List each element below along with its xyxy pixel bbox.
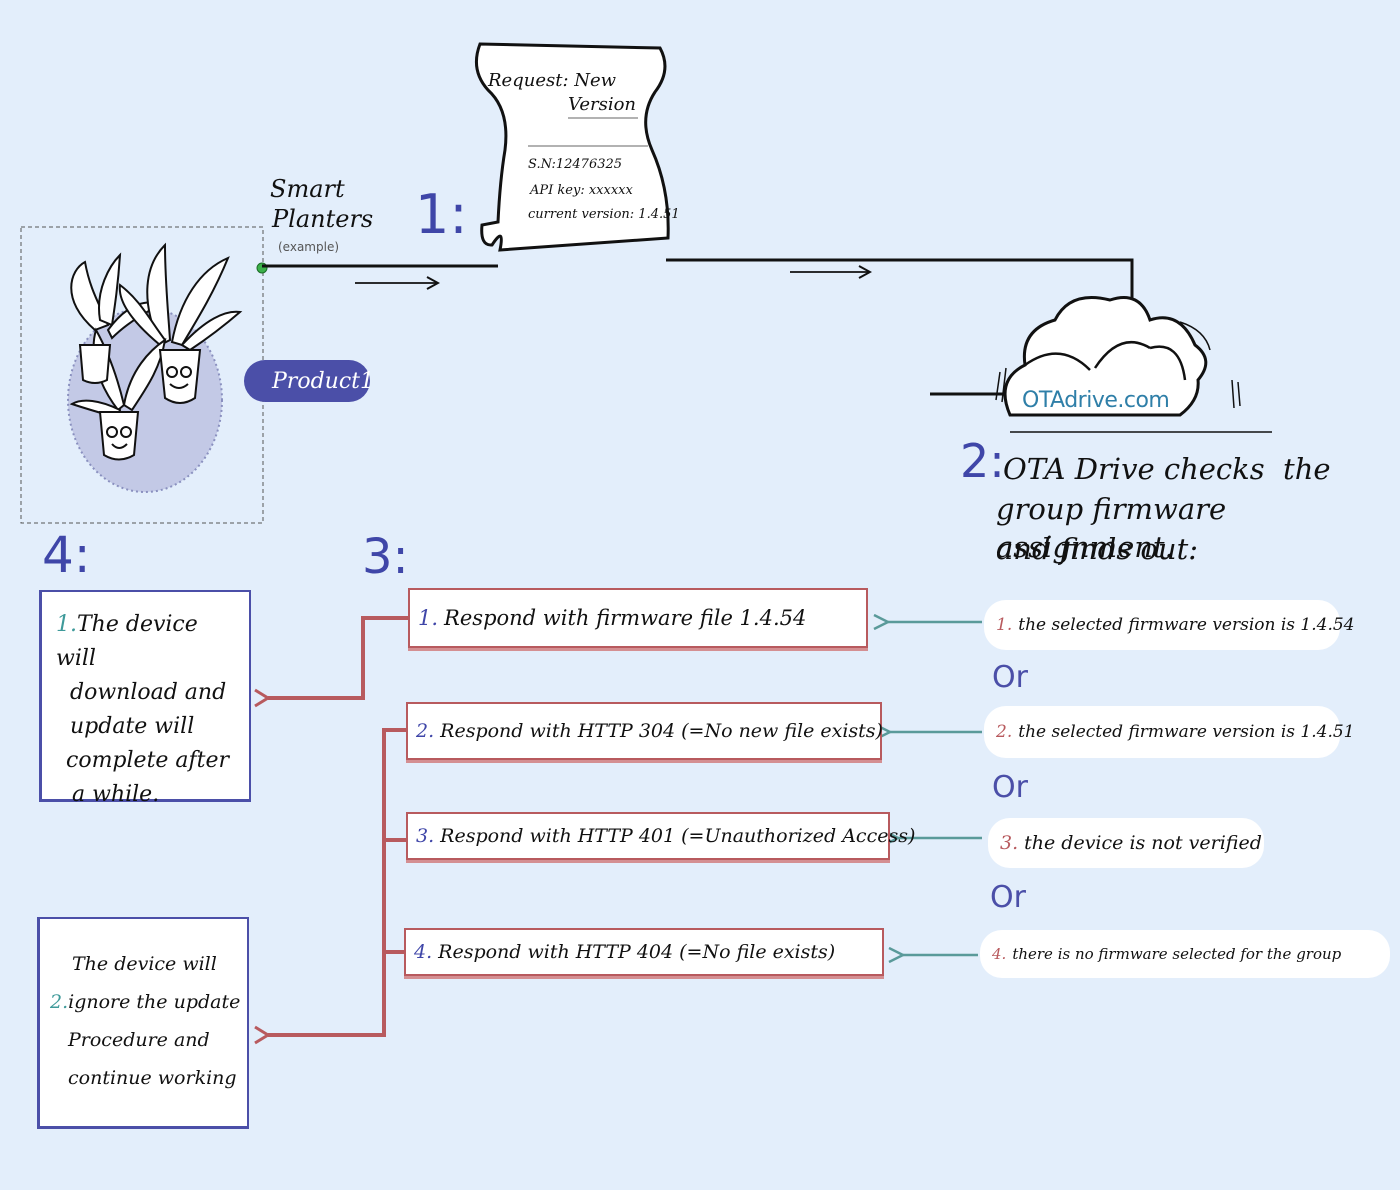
or-label-2: Or (992, 770, 1028, 805)
step-2-number: 2: (960, 434, 1005, 488)
response-text: Respond with HTTP 401 (=Unauthorized Acc… (440, 825, 916, 847)
outcome-line: update will (70, 714, 195, 739)
step-1-number: 1: (415, 183, 468, 246)
request-api-key: API key: xxxxxx (530, 183, 633, 198)
response-number: 4. (414, 941, 433, 963)
group-badge-label: Product1 (272, 368, 374, 394)
outcome-number: 1. (56, 612, 77, 637)
request-current-version: current version: 1.4.51 (528, 207, 680, 222)
outcome-box-2: The device will 2.ignore the update Proc… (37, 917, 249, 1129)
group-badge-product1[interactable]: Product1 (244, 360, 374, 402)
cloud-shape (930, 296, 1272, 433)
request-serial: S.N:12476325 (528, 157, 623, 172)
outcome-text: ignore the update (68, 991, 241, 1013)
outcome-line: The device will (72, 953, 217, 975)
condition-number: 1. (996, 615, 1013, 635)
outcome-line: complete after (66, 748, 230, 773)
request-title-line2: Version (568, 94, 637, 115)
check-line2: group firmware assignment. (996, 492, 1227, 564)
device-frame[interactable] (20, 226, 264, 524)
outcome-line: Procedure and (68, 1029, 210, 1051)
device-title-line2: Planters (272, 205, 374, 233)
condition-number: 2. (996, 722, 1013, 742)
outcome-number: 2. (50, 991, 69, 1013)
response-box-3: 3. Respond with HTTP 401 (=Unauthorized … (406, 812, 915, 860)
condition-text: the selected firmware version is 1.4.51 (1018, 722, 1355, 742)
condition-text: the selected firmware version is 1.4.54 (1018, 615, 1355, 635)
outcome-text: The device will (56, 612, 198, 671)
request-scroll (474, 42, 670, 252)
or-label-3: Or (990, 880, 1026, 915)
condition-pill-2: 2. the selected firmware version is 1.4.… (984, 706, 1355, 758)
outcome-line: 1.The device will (56, 608, 239, 676)
check-line3: and finds out: (996, 532, 1198, 566)
condition-number: 3. (1000, 832, 1019, 854)
response-text: Respond with HTTP 404 (=No file exists) (438, 941, 836, 963)
condition-text: there is no firmware selected for the gr… (1012, 945, 1342, 963)
step-3-number: 3: (362, 529, 409, 585)
plant-pots-illustration (67, 242, 243, 493)
condition-text: the device is not verified (1024, 832, 1262, 854)
response-box-4: 4. Respond with HTTP 404 (=No file exist… (404, 928, 884, 976)
response-number: 3. (416, 825, 435, 847)
cloud-label: OTAdrive.com (1022, 388, 1170, 413)
response-number: 2. (416, 720, 435, 742)
device-title-line1: Smart (270, 175, 345, 203)
request-title-line1: Request: New (488, 70, 617, 91)
condition-number: 4. (992, 945, 1007, 963)
check-line1: OTA Drive checks the (1003, 452, 1331, 486)
or-label-1: Or (992, 660, 1028, 695)
response-box-1: 1. Respond with firmware file 1.4.54 (408, 588, 868, 648)
response-text: Respond with firmware file 1.4.54 (444, 606, 807, 630)
outcome-line: a while. (72, 782, 160, 807)
response-connectors (254, 616, 410, 1045)
response-box-2: 2. Respond with HTTP 304 (=No new file e… (406, 702, 883, 760)
step-4-number: 4: (42, 526, 91, 584)
outcome-line: download and (70, 680, 227, 705)
response-text: Respond with HTTP 304 (=No new file exis… (440, 720, 883, 742)
condition-pill-3: 3. the device is not verified (988, 818, 1264, 868)
condition-pill-1: 1. the selected firmware version is 1.4.… (984, 600, 1355, 650)
outcome-line: continue working (68, 1067, 237, 1089)
response-number: 1. (418, 606, 439, 630)
outcome-line: 2.ignore the update (50, 983, 241, 1021)
device-subtitle: (example) (278, 240, 340, 254)
condition-pill-4: 4. there is no firmware selected for the… (980, 930, 1390, 978)
condition-arrows (888, 622, 982, 955)
outcome-box-1: 1.The device will download and update wi… (39, 590, 251, 807)
